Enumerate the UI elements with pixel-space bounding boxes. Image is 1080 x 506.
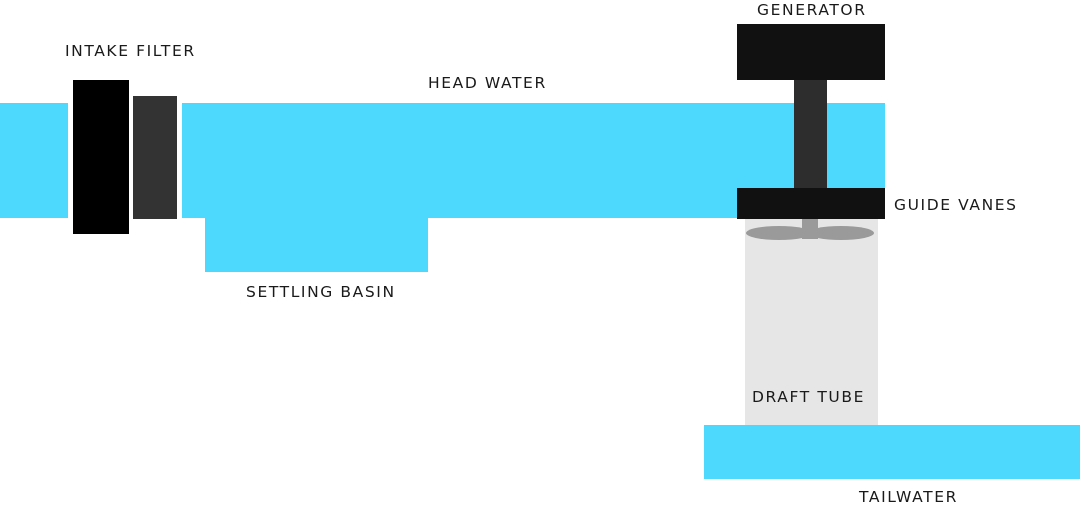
turbine-shaft [794, 80, 827, 190]
head-water-channel-left [0, 103, 68, 218]
label-guide-vanes: GUIDE VANES [894, 196, 1018, 214]
draft-tube [745, 218, 878, 425]
turbine-blade-left [746, 226, 812, 240]
intake-filter-outer [73, 80, 129, 234]
turbine-runner [746, 219, 874, 240]
label-tailwater: TAILWATER [858, 488, 958, 506]
label-head-water: HEAD WATER [428, 74, 547, 92]
generator [737, 24, 885, 80]
label-draft-tube: DRAFT TUBE [752, 388, 865, 406]
turbine-blade-right [808, 226, 874, 240]
guide-vanes [737, 188, 885, 219]
tailwater [704, 425, 1080, 479]
label-settling-basin: SETTLING BASIN [246, 283, 396, 301]
label-intake-filter: INTAKE FILTER [65, 42, 196, 60]
intake-filter-inner [133, 96, 177, 219]
settling-basin [205, 212, 428, 272]
label-generator: GENERATOR [757, 1, 867, 19]
